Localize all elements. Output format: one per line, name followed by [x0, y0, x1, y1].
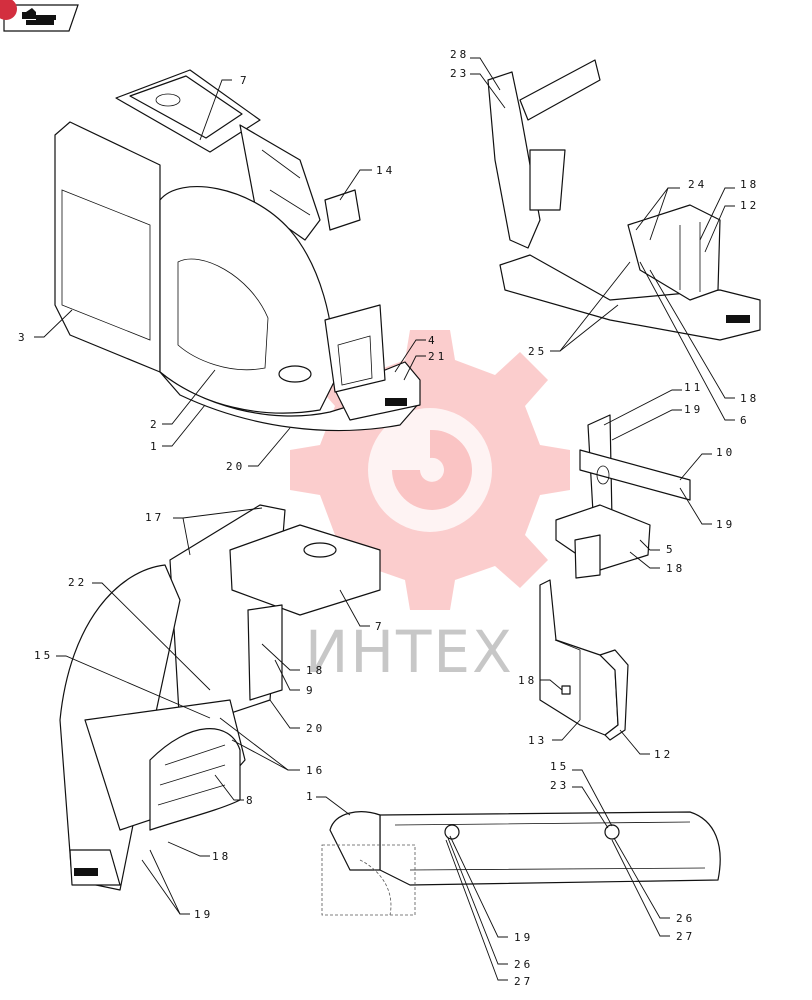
label-28: 28: [450, 48, 469, 61]
diagram-step-bracket: 11 19 10 19 5 18: [555, 381, 735, 579]
label-2: 2: [150, 418, 160, 431]
label-23b: 23: [550, 779, 569, 792]
label-18a: 18: [740, 178, 759, 191]
label-7a: 7: [240, 74, 250, 87]
label-9: 9: [306, 684, 316, 697]
label-7b: 7: [375, 620, 385, 633]
watermark-text: ИНТЕХ: [305, 618, 514, 686]
label-19b: 19: [716, 518, 735, 531]
label-27a: 27: [514, 975, 533, 988]
label-24: 24: [688, 178, 707, 191]
label-19c: 19: [194, 908, 213, 921]
label-18d: 18: [306, 664, 325, 677]
header-bar: [0, 0, 79, 32]
label-25: 25: [528, 345, 547, 358]
label-8: 8: [246, 794, 256, 807]
label-21: 21: [428, 350, 447, 363]
label-15b: 15: [550, 760, 569, 773]
label-20b: 20: [306, 722, 325, 735]
label-18e: 18: [212, 850, 231, 863]
label-1: 1: [150, 440, 160, 453]
diagram-front-bracket: 28 23 24 18 12 25 18 6: [450, 48, 761, 427]
page-badge-icon[interactable]: [0, 0, 17, 20]
label-18c: 18: [666, 562, 685, 575]
label-1b: 1: [306, 790, 316, 803]
diagram-side-bracket: 18 13 12: [518, 579, 673, 761]
label-26a: 26: [514, 958, 533, 971]
label-26b: 26: [676, 912, 695, 925]
label-23a: 23: [450, 67, 469, 80]
label-16: 16: [306, 764, 325, 777]
label-20a: 20: [226, 460, 245, 473]
label-13: 13: [528, 734, 547, 747]
label-18b: 18: [740, 392, 759, 405]
label-27b: 27: [676, 930, 695, 943]
diagram-cab-frame: 17 7 22 15 18 9 20 16 8 18 19: [34, 504, 385, 921]
label-15a: 15: [34, 649, 53, 662]
diagram-side-panel: 1 15 23 19 26 27 26 27: [306, 760, 721, 988]
label-17: 17: [145, 511, 164, 524]
label-19a: 19: [684, 403, 703, 416]
label-19d: 19: [514, 931, 533, 944]
hand-pointer-icon[interactable]: [22, 8, 56, 25]
label-12b: 12: [654, 748, 673, 761]
label-4: 4: [428, 334, 438, 347]
label-10: 10: [716, 446, 735, 459]
label-14: 14: [376, 164, 395, 177]
diagram-cab-assembly: 7 14 3 2 1 20 4 21: [18, 69, 447, 473]
label-3: 3: [18, 331, 28, 344]
label-6: 6: [740, 414, 750, 427]
label-11: 11: [684, 381, 703, 394]
label-22: 22: [68, 576, 87, 589]
label-5: 5: [666, 543, 676, 556]
label-18f: 18: [518, 674, 537, 687]
label-12a: 12: [740, 199, 759, 212]
